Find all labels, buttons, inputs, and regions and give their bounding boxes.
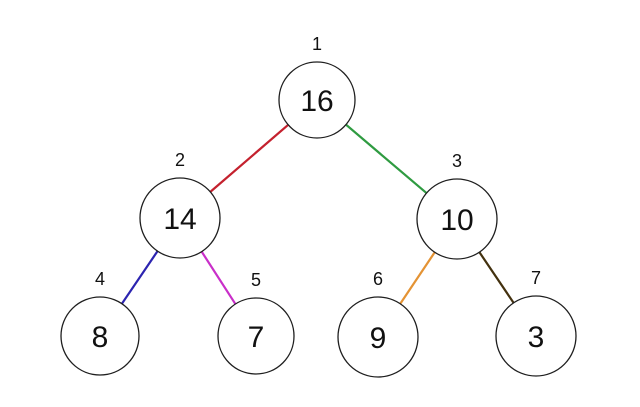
node-index-label: 1	[312, 34, 322, 54]
node-value: 14	[163, 203, 196, 236]
tree-node-3: 37	[495, 268, 577, 377]
tree-node-7: 75	[217, 270, 295, 375]
node-value: 16	[300, 85, 333, 118]
node-value: 8	[92, 321, 109, 354]
edge-10-9	[399, 251, 436, 305]
node-circle	[60, 296, 140, 376]
node-circle	[495, 295, 577, 377]
tree-node-10: 10 3	[416, 151, 498, 260]
tree-node-16: 16 1	[278, 34, 356, 139]
edge-14-8	[120, 250, 159, 305]
edge-14-7	[200, 250, 237, 306]
node-circle	[217, 297, 295, 375]
node-index-label: 3	[452, 151, 462, 171]
tree-node-9: 96	[337, 269, 419, 378]
node-value: 3	[528, 321, 545, 354]
node-circle	[337, 296, 419, 378]
node-index-label: 6	[373, 269, 383, 289]
node-circle	[278, 61, 356, 139]
node-circle	[139, 177, 221, 259]
node-circle	[416, 178, 498, 260]
tree-node-14: 14 2	[139, 150, 221, 259]
node-index-label: 4	[95, 269, 105, 289]
tree-node-8: 84	[60, 269, 140, 376]
edge-10-3	[478, 251, 515, 304]
edge-16-14	[209, 123, 290, 193]
node-index-label: 7	[531, 268, 541, 288]
node-value: 10	[440, 204, 473, 237]
node-value: 7	[248, 321, 265, 354]
edge-16-10	[344, 123, 428, 195]
node-index-label: 5	[251, 270, 261, 290]
node-index-label: 2	[175, 150, 185, 170]
node-value: 9	[370, 322, 387, 355]
